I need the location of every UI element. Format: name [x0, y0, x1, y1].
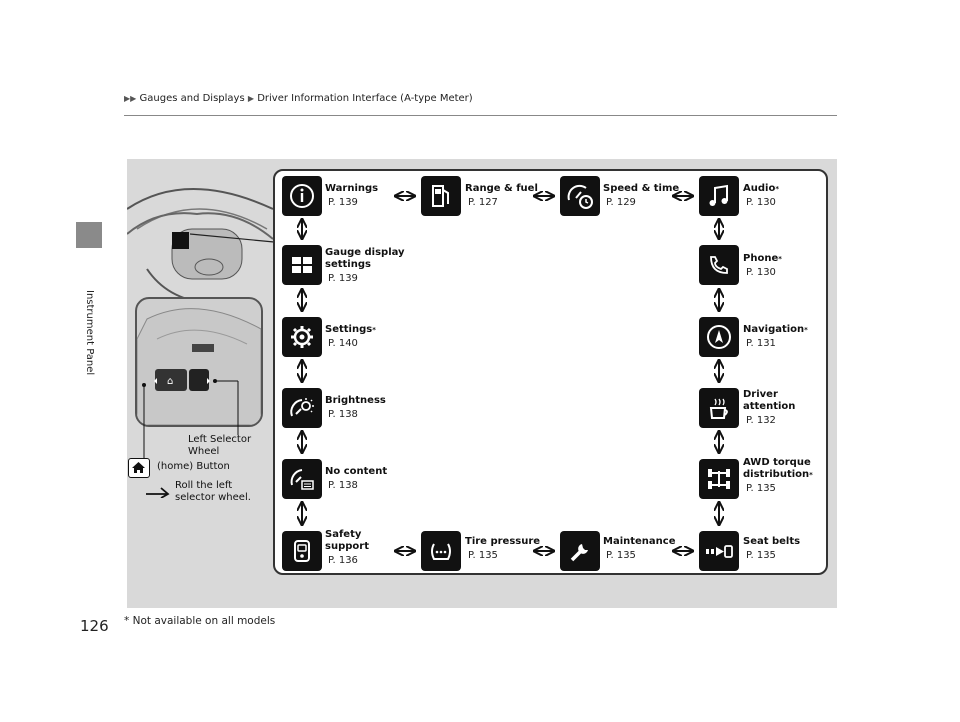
warnings-label: Warnings [325, 183, 379, 194]
coffee-cup-icon[interactable] [699, 388, 739, 428]
brightness-label: Brightness [325, 395, 386, 406]
brightness-page[interactable]: P. 138 [328, 409, 358, 420]
breadcrumb-arrow-icon: ▶▶ [124, 94, 137, 103]
compass-icon[interactable] [699, 317, 739, 357]
left-selector-wheel-label: Left Selector Wheel [188, 434, 252, 457]
seat-belt-icon[interactable] [699, 531, 739, 571]
awd-drivetrain-icon[interactable] [699, 459, 739, 499]
fuel-pump-icon[interactable] [421, 176, 461, 216]
breadcrumb-item-dii[interactable]: Driver Information Interface (A-type Met… [257, 93, 473, 104]
safety-support-page[interactable]: P. 136 [328, 555, 358, 566]
gauge-display-icon[interactable] [282, 245, 322, 285]
tire-pressure-icon[interactable] [421, 531, 461, 571]
settings-label: Settings* [325, 324, 376, 335]
speedometer-clock-icon[interactable] [560, 176, 600, 216]
section-tab [76, 222, 102, 248]
speed-time-page[interactable]: P. 129 [606, 197, 636, 208]
gear-icon[interactable] [282, 317, 322, 357]
svg-text:⌂: ⌂ [167, 376, 173, 387]
roll-instruction: Roll the left selector wheel. [175, 480, 251, 503]
settings-page[interactable]: P. 140 [328, 338, 358, 349]
menu-frame [273, 169, 828, 575]
brightness-icon[interactable] [282, 388, 322, 428]
roll-arrow-icon [146, 487, 170, 498]
breadcrumb: ▶▶ Gauges and Displays ▶ Driver Informat… [124, 93, 473, 104]
header-rule [124, 115, 837, 116]
awd-page[interactable]: P. 135 [746, 483, 776, 494]
phone-icon[interactable] [699, 245, 739, 285]
selector-wheel-closeup: ⌂ [135, 297, 263, 427]
gauge-display-page[interactable]: P. 139 [328, 273, 358, 284]
page-number: 126 [80, 617, 109, 635]
awd-label: AWD torque distribution* [743, 457, 813, 480]
speed-time-label: Speed & time [603, 183, 680, 194]
maintenance-page[interactable]: P. 135 [606, 550, 636, 561]
tire-pressure-page[interactable]: P. 135 [468, 550, 498, 561]
maintenance-label: Maintenance [603, 536, 676, 547]
safety-support-label: Safety support [325, 529, 369, 552]
navigation-page[interactable]: P. 131 [746, 338, 776, 349]
wrench-icon[interactable] [560, 531, 600, 571]
phone-page[interactable]: P. 130 [746, 267, 776, 278]
warnings-page[interactable]: P. 139 [328, 197, 358, 208]
range-fuel-label: Range & fuel [465, 183, 538, 194]
navigation-label: Navigation* [743, 324, 808, 335]
audio-label: Audio* [743, 183, 779, 194]
leader-line [190, 233, 275, 243]
music-note-icon[interactable] [699, 176, 739, 216]
home-button-icon [128, 458, 150, 478]
warnings-icon[interactable] [282, 176, 322, 216]
no-content-page[interactable]: P. 138 [328, 480, 358, 491]
breadcrumb-item-gauges[interactable]: Gauges and Displays [139, 93, 245, 104]
no-content-label: No content [325, 466, 388, 477]
driver-attention-page[interactable]: P. 132 [746, 415, 776, 426]
seat-belts-label: Seat belts [743, 536, 801, 547]
driver-attention-label: Driver attention [743, 389, 796, 412]
callout-lines [142, 379, 239, 460]
footnote: * Not available on all models [124, 615, 276, 627]
no-content-icon[interactable] [282, 459, 322, 499]
breadcrumb-arrow-icon: ▶ [247, 94, 255, 103]
safety-support-icon[interactable] [282, 531, 322, 571]
seat-belts-page[interactable]: P. 135 [746, 550, 776, 561]
audio-page[interactable]: P. 130 [746, 197, 776, 208]
range-fuel-page[interactable]: P. 127 [468, 197, 498, 208]
home-button-label: (home) Button [157, 461, 230, 472]
tire-pressure-label: Tire pressure [465, 536, 541, 547]
phone-label: Phone* [743, 253, 782, 264]
gauge-display-label: Gauge display settings [325, 247, 405, 270]
